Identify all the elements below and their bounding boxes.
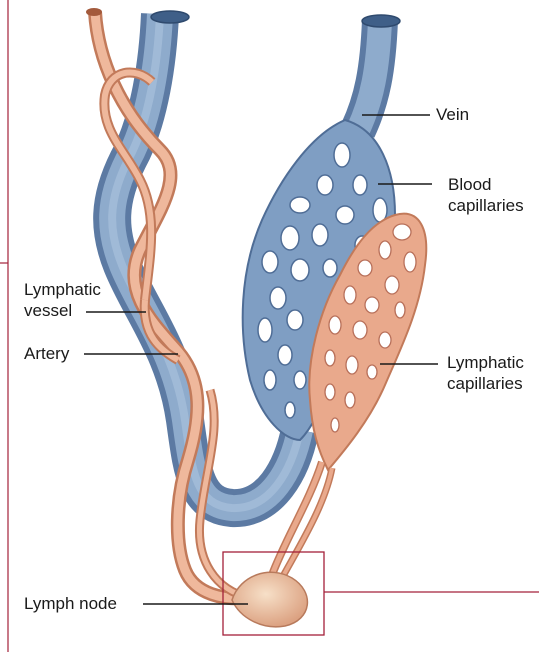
vein-right-opening	[362, 15, 400, 27]
label-lymphatic-capillaries-line1: Lymphatic	[447, 353, 524, 373]
lymph-node	[232, 572, 307, 626]
label-blood-capillaries-line2: capillaries	[448, 196, 524, 216]
label-vein: Vein	[436, 105, 469, 125]
label-lymphatic-capillaries-line2: capillaries	[447, 374, 523, 394]
artery-opening	[86, 8, 102, 16]
label-lymphatic-vessel-line2: vessel	[24, 301, 72, 321]
label-artery: Artery	[24, 344, 69, 364]
label-lymph-node: Lymph node	[24, 594, 117, 614]
label-lymphatic-vessel-line1: Lymphatic	[24, 280, 101, 300]
label-blood-capillaries-line1: Blood	[448, 175, 491, 195]
vein-left-opening	[151, 11, 189, 23]
